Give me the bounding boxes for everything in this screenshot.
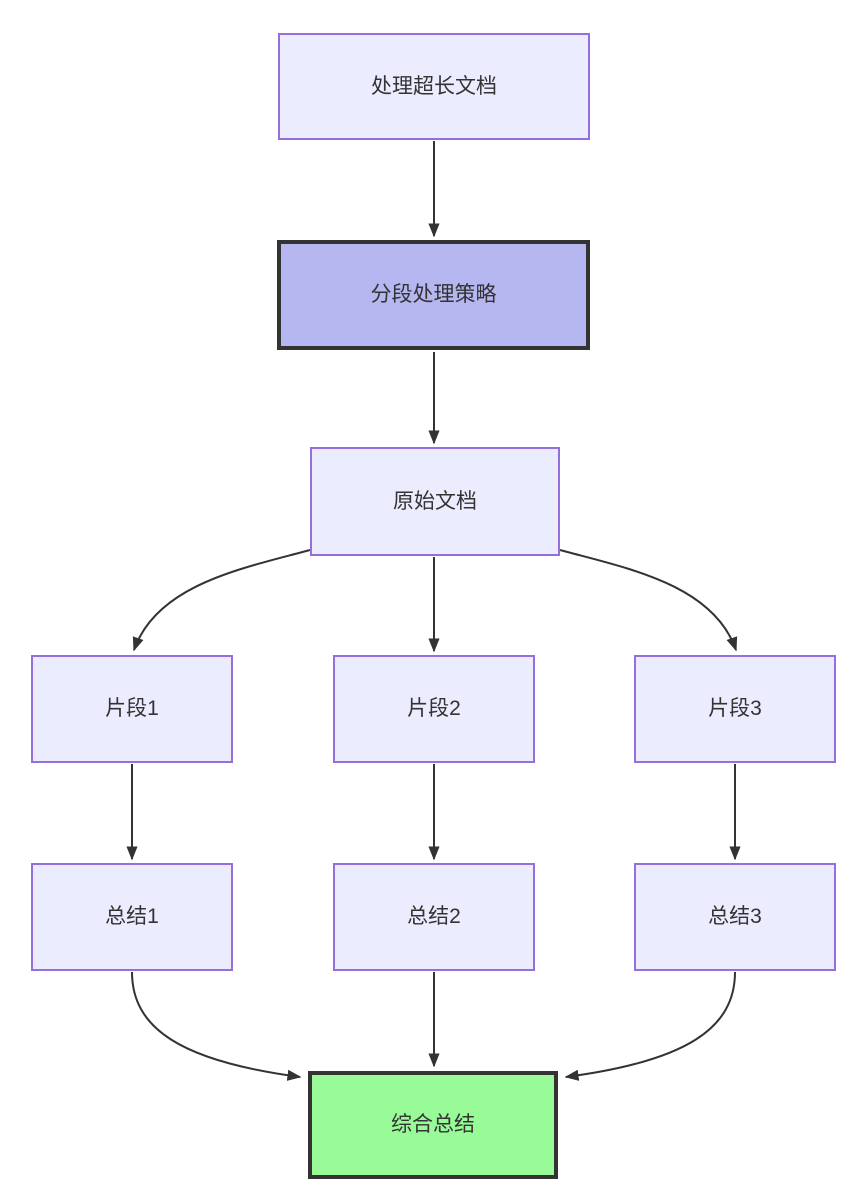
- flowchart-node-summary-3: 总结3: [634, 863, 836, 971]
- flowchart-node-process-long-document: 处理超长文档: [278, 33, 590, 140]
- node-label: 总结2: [407, 905, 461, 929]
- flowchart-node-final-summary: 综合总结: [308, 1071, 558, 1179]
- flowchart-node-segmentation-strategy: 分段处理策略: [277, 240, 590, 350]
- flowchart-node-summary-2: 总结2: [333, 863, 535, 971]
- edge-original-to-fragment-1: [132, 549, 311, 652]
- edge-original-to-fragment-3: [559, 549, 738, 652]
- node-label: 处理超长文档: [371, 74, 497, 98]
- node-label: 总结3: [708, 905, 762, 929]
- flowchart-node-fragment-3: 片段3: [634, 655, 836, 763]
- node-label: 片段2: [407, 697, 461, 721]
- node-label: 片段1: [105, 697, 159, 721]
- node-label: 片段3: [708, 697, 762, 721]
- flowchart-node-fragment-2: 片段2: [333, 655, 535, 763]
- node-label: 综合总结: [391, 1113, 475, 1137]
- flowchart-node-summary-1: 总结1: [31, 863, 233, 971]
- flowchart-node-original-document: 原始文档: [310, 447, 560, 556]
- node-label: 总结1: [105, 905, 159, 929]
- node-label: 分段处理策略: [370, 283, 497, 307]
- edge-summary-1-to-final: [131, 971, 302, 1081]
- node-label: 原始文档: [393, 489, 477, 513]
- flowchart-node-fragment-1: 片段1: [31, 655, 233, 763]
- edge-summary-3-to-final: [564, 971, 736, 1081]
